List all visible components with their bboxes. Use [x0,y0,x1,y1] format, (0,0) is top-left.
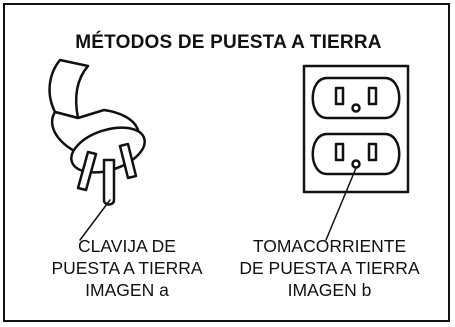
caption-b-line-1: TOMACORRIENTE [252,236,407,256]
caption-image-b: TOMACORRIENTE DE PUESTA A TIERRA IMAGEN … [222,235,437,301]
caption-b-line-3: IMAGEN b [287,280,372,300]
caption-image-a: CLAVIJA DE PUESTA A TIERRA IMAGEN a [22,235,232,301]
caption-a-line-2: PUESTA A TIERRA [51,258,203,278]
caption-b-line-2: DE PUESTA A TIERRA [239,258,420,278]
grounding-plug-icon [48,58,146,241]
diagram-title: MÉTODOS DE PUESTA A TIERRA [75,32,382,53]
caption-a-line-1: CLAVIJA DE [78,236,176,256]
caption-a-line-3: IMAGEN a [85,280,169,300]
grounded-outlet-icon [302,64,410,241]
